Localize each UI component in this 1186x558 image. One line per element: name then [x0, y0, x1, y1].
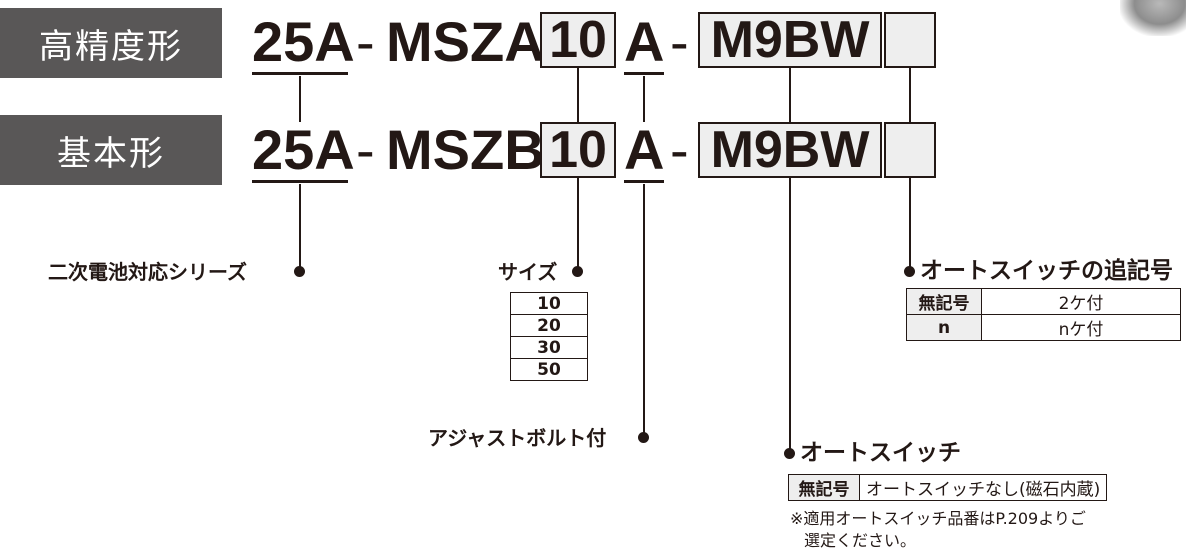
- prefix-code-row2: 25A: [252, 118, 355, 181]
- note-line-1: ※適用オートスイッチ品番はP.209よりご: [790, 509, 1086, 528]
- leader-switch: [789, 178, 791, 454]
- basic-band: 基本形: [0, 115, 222, 185]
- series-code-row1: MSZA: [386, 10, 545, 73]
- size-cell: 10: [510, 292, 588, 315]
- leader-suffix: [909, 178, 911, 272]
- auto-switch-table: 無記号 オートスイッチなし(磁石内蔵): [788, 474, 1108, 501]
- leader-prefix: [299, 184, 301, 272]
- leader-dot-prefix: [294, 266, 305, 277]
- note-line-2: 選定ください。: [804, 531, 917, 550]
- dash2-row2: -: [670, 118, 689, 181]
- switch-suffix-label: オートスイッチの追記号: [920, 258, 1173, 284]
- dash-row1: -: [356, 10, 375, 73]
- switch-code-cell: 無記号: [788, 474, 860, 501]
- size-label: サイズ: [498, 260, 558, 284]
- table-row: 20: [510, 314, 588, 337]
- leader-dot-adjust: [638, 432, 649, 443]
- connector-adjust: [643, 76, 645, 122]
- switch-box-row2: M9BW: [698, 122, 882, 178]
- adjust-code-row1: A: [624, 10, 665, 73]
- series-code-row2: MSZB: [386, 118, 545, 181]
- size-box-row2: 10: [540, 122, 616, 178]
- size-cell: 30: [510, 336, 588, 359]
- high-precision-band: 高精度形: [0, 8, 222, 78]
- dash2-row1: -: [670, 10, 689, 73]
- size-cell: 50: [510, 358, 588, 381]
- suffix-desc-cell: 2ケ付: [981, 288, 1181, 315]
- table-row: n nケ付: [906, 314, 1181, 341]
- connector-suffix: [909, 68, 911, 122]
- switch-desc-cell: オートスイッチなし(磁石内蔵): [858, 474, 1108, 501]
- high-precision-label: 高精度形: [39, 26, 183, 67]
- table-row: 30: [510, 336, 588, 359]
- connector-size: [577, 68, 579, 122]
- leader-dot-size: [572, 266, 583, 277]
- leader-dot-suffix: [904, 266, 915, 277]
- switch-suffix-table: 無記号 2ケ付 n nケ付: [906, 288, 1181, 341]
- leader-adjust: [643, 184, 645, 438]
- adjust-bolt-label: アジャストボルト付: [428, 426, 607, 450]
- product-photo: [1120, 0, 1186, 36]
- suffix-code-cell: n: [906, 314, 982, 341]
- adjust-underline-row2: [624, 180, 664, 183]
- basic-label: 基本形: [57, 133, 165, 174]
- leader-dot-switch: [784, 448, 795, 459]
- adjust-code-row2: A: [624, 118, 665, 181]
- size-cell: 20: [510, 314, 588, 337]
- table-row: 無記号 2ケ付: [906, 288, 1181, 315]
- auto-switch-label: オートスイッチ: [800, 440, 961, 466]
- prefix-underline-row2: [252, 180, 348, 183]
- size-table: 10 20 30 50: [510, 292, 588, 381]
- suffix-desc-cell: nケ付: [981, 314, 1181, 341]
- table-row: 50: [510, 358, 588, 381]
- table-row: 無記号 オートスイッチなし(磁石内蔵): [788, 474, 1108, 501]
- suffix-code-cell: 無記号: [906, 288, 982, 315]
- connector-switch: [789, 68, 791, 122]
- table-row: 10: [510, 292, 588, 315]
- suffix-box-row1: [884, 12, 936, 68]
- dash-row2: -: [356, 118, 375, 181]
- prefix-underline-row1: [252, 72, 348, 75]
- connector-prefix: [299, 76, 301, 122]
- leader-size: [577, 178, 579, 272]
- adjust-underline-row1: [624, 72, 664, 75]
- size-box-row1: 10: [540, 12, 616, 68]
- prefix-code-row1: 25A: [252, 10, 355, 73]
- switch-box-row1: M9BW: [698, 12, 882, 68]
- battery-series-label: 二次電池対応シリーズ: [48, 260, 247, 284]
- suffix-box-row2: [884, 122, 936, 178]
